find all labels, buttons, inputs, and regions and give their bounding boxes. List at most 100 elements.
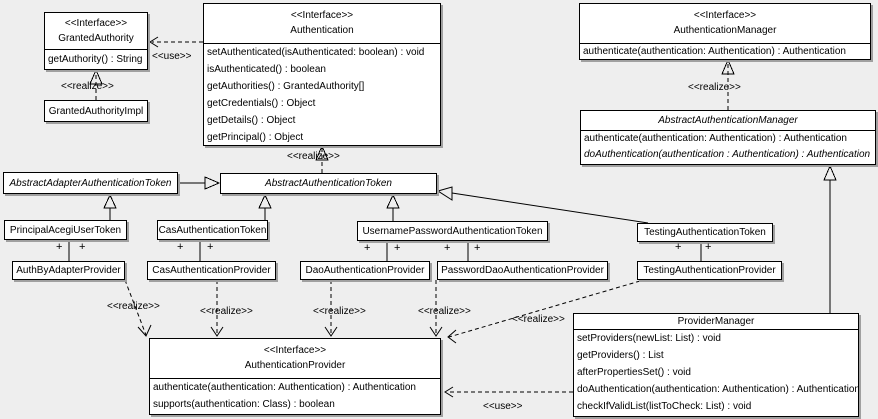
method-row: setProviders(newList: List) : void (577, 333, 721, 344)
multiplicity-plus: + (394, 242, 401, 254)
methods-compartment: authenticate(authentication: Authenticat… (581, 130, 875, 163)
class-dao-authentication-provider[interactable]: DaoAuthenticationProvider (300, 261, 430, 280)
realize-abstracttoken-authentication (315, 144, 329, 173)
class-name: PrincipalAcegiUserToken (9, 224, 122, 236)
multiplicity-plus: + (705, 241, 712, 253)
method-row: doAuthentication(authentication : Authen… (584, 149, 871, 160)
realize-label: <<realize>> (688, 82, 741, 93)
class-auth-by-adapter-provider[interactable]: AuthByAdapterProvider (12, 261, 125, 280)
class-authentication-manager[interactable]: <<Interface>> AuthenticationManager auth… (579, 3, 871, 60)
gen-abstractadapter-to-abstracttoken (178, 176, 221, 190)
class-title: ProviderManager (574, 314, 858, 329)
gen-principal-to-abstractadapter (103, 193, 117, 220)
class-cas-authentication-provider[interactable]: CasAuthenticationProvider (147, 261, 276, 280)
realize-abstractmanager-authenticationmanager (721, 58, 735, 110)
class-name: AuthenticationProvider (244, 360, 346, 371)
multiplicity-plus: + (79, 241, 86, 253)
realize-authbyadapter-provider (124, 279, 152, 337)
use-label: <<use>> (483, 401, 523, 412)
realize-label: <<realize>> (313, 306, 366, 317)
class-name: CasAuthenticationToken (158, 224, 267, 236)
realize-label: <<realize>> (512, 314, 565, 325)
realize-label: <<realize>> (61, 81, 114, 92)
realize-casprovider-provider (210, 280, 224, 337)
realize-label: <<realize>> (107, 301, 160, 312)
gen-cas-to-abstracttoken (258, 193, 272, 220)
class-title: <<Interface>> Authentication (204, 4, 440, 43)
method-row: authenticate(authentication: Authenticat… (583, 46, 846, 57)
class-provider-manager[interactable]: ProviderManager setProviders(newList: Li… (573, 313, 859, 417)
class-name: GrantedAuthorityImpl (48, 105, 144, 117)
methods-compartment: authenticate(authentication: Authenticat… (580, 43, 870, 59)
method-row: getAuthority() : String (48, 54, 143, 65)
class-title: <<Interface>> GrantedAuthority (45, 13, 147, 49)
class-abstract-authentication-manager[interactable]: AbstractAuthenticationManager authentica… (580, 110, 876, 165)
class-cas-authentication-token[interactable]: CasAuthenticationToken (157, 220, 268, 240)
multiplicity-plus: + (474, 242, 481, 254)
class-name: AuthByAdapterProvider (16, 265, 121, 276)
class-name: PasswordDaoAuthenticationProvider (441, 265, 604, 276)
stereotype-label: <<Interface>> (64, 17, 128, 29)
class-name: Authentication (290, 25, 354, 36)
method-row: getDetails() : Object (207, 115, 296, 126)
class-name: TestingAuthenticationToken (644, 227, 766, 238)
method-row: setAuthenticated(isAuthenticated: boolea… (207, 47, 425, 58)
use-providermanager-authenticationprovider (444, 386, 573, 398)
realize-label: <<realize>> (200, 306, 253, 317)
class-title: <<Interface>> AuthenticationManager (580, 4, 870, 43)
multiplicity-plus: + (675, 241, 682, 253)
multiplicity-plus: + (444, 242, 451, 254)
method-row: getCredentials() : Object (207, 98, 316, 109)
method-row: checkIfValidList(listToCheck: List) : vo… (577, 401, 752, 412)
class-name: CasAuthenticationProvider (152, 265, 271, 276)
stereotype-label: <<Interface>> (290, 10, 354, 21)
method-row: doAuthentication(authentication: Authent… (577, 384, 858, 395)
method-row: afterPropertiesSet() : void (577, 367, 691, 378)
class-name: ProviderManager (677, 316, 755, 327)
class-principal-acegi-user-token[interactable]: PrincipalAcegiUserToken (4, 220, 127, 240)
class-name: UsernamePasswordAuthenticationToken (362, 225, 543, 237)
class-name: AuthenticationManager (673, 25, 777, 36)
class-granted-authority-impl[interactable]: GrantedAuthorityImpl (44, 100, 148, 122)
multiplicity-plus: + (177, 241, 184, 253)
class-name: DaoAuthenticationProvider (305, 265, 425, 276)
method-row: authenticate(authentication: Authenticat… (153, 382, 416, 393)
class-authentication[interactable]: <<Interface>> Authentication setAuthenti… (203, 3, 441, 146)
class-abstract-adapter-authentication-token[interactable]: AbstractAdapterAuthenticationToken (3, 172, 178, 194)
method-row: supports(authentication: Class) : boolea… (153, 399, 335, 410)
class-testing-authentication-token[interactable]: TestingAuthenticationToken (637, 223, 773, 242)
method-row: getAuthorities() : GrantedAuthority[] (207, 81, 365, 92)
class-name: GrantedAuthority (58, 32, 134, 44)
class-username-password-authentication-token[interactable]: UsernamePasswordAuthenticationToken (357, 221, 548, 241)
realize-grantedauthorityimpl (89, 68, 103, 100)
method-row: getPrincipal() : Object (207, 132, 304, 143)
class-authentication-provider[interactable]: <<Interface>> AuthenticationProvider aut… (149, 338, 441, 415)
class-name: TestingAuthenticationProvider (643, 265, 776, 276)
class-granted-authority[interactable]: <<Interface>> GrantedAuthority getAuthor… (44, 12, 148, 70)
class-password-dao-authentication-provider[interactable]: PasswordDaoAuthenticationProvider (437, 261, 608, 280)
realize-testingprovider-provider (447, 280, 641, 344)
class-name: AbstractAdapterAuthenticationToken (9, 177, 172, 189)
realize-label: <<realize>> (418, 306, 471, 317)
class-name: AbstractAuthenticationManager (658, 115, 798, 126)
gen-testing-to-abstracttoken (436, 186, 649, 224)
gen-providermanager-to-abstractmanager (823, 164, 837, 313)
realize-label: <<realize>> (287, 151, 340, 162)
methods-compartment: getAuthority() : String (45, 49, 147, 69)
method-row: authenticate(authentication: Authenticat… (584, 133, 847, 144)
methods-compartment: setProviders(newList: List) : void getPr… (574, 329, 858, 415)
gen-usernamepassword-to-abstracttoken (386, 193, 400, 221)
method-row: isAuthenticated() : boolean (207, 64, 326, 75)
class-title: AbstractAuthenticationManager (581, 111, 875, 130)
class-abstract-authentication-token[interactable]: AbstractAuthenticationToken (220, 173, 437, 194)
multiplicity-plus: + (56, 241, 63, 253)
multiplicity-plus: + (364, 242, 371, 254)
multiplicity-plus: + (207, 241, 214, 253)
class-testing-authentication-provider[interactable]: TestingAuthenticationProvider (637, 261, 782, 280)
method-row: getProviders() : List (577, 350, 664, 361)
realize-passworddaoprovider-provider (429, 280, 443, 337)
stereotype-label: <<Interface>> (263, 345, 327, 356)
realize-daoprovider-provider (324, 280, 338, 337)
